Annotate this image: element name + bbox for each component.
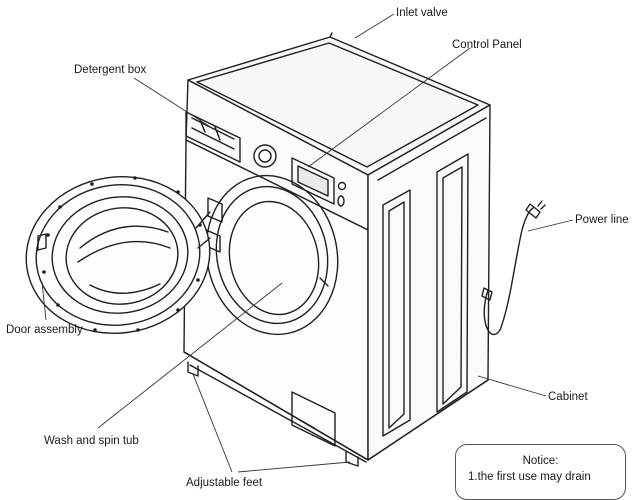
label-inlet-valve: Inlet valve [396, 7, 448, 19]
label-control-panel: Control Panel [452, 39, 522, 51]
filter-door [291, 391, 336, 447]
label-cabinet: Cabinet [548, 391, 588, 403]
leader-cabinet [477, 375, 547, 397]
drum-opening [205, 174, 339, 336]
leader-inlet-valve [354, 13, 395, 39]
program-knob [253, 144, 277, 168]
detergent-drawer [185, 111, 241, 163]
label-detergent-box: Detergent box [74, 64, 147, 76]
notice-title: Notice: [522, 455, 559, 467]
side-panel-left [382, 189, 411, 437]
door-glass [51, 196, 189, 314]
display-panel [291, 157, 335, 205]
label-power-line: Power line [575, 214, 629, 226]
notice-box: Notice: 1.the first use may drain [455, 444, 626, 500]
label-adjustable-feet: Adjustable feet [186, 477, 263, 489]
leader-feet-right [237, 461, 351, 473]
power-cord [483, 207, 534, 336]
leader-door-assembly [41, 281, 47, 321]
label-wash-and-spin-tub: Wash and spin tub [44, 435, 139, 447]
leader-wash-tub [97, 282, 283, 429]
leader-detergent-box [133, 77, 213, 129]
leader-power-line [527, 219, 574, 232]
foot-right [345, 451, 359, 467]
side-panel-right [436, 153, 469, 413]
leader-control-panel [307, 47, 471, 168]
label-door-assembly: Door assembly [6, 324, 83, 336]
notice-line-1: 1.the first use may drain [468, 471, 591, 483]
leader-feet-left [192, 373, 233, 473]
